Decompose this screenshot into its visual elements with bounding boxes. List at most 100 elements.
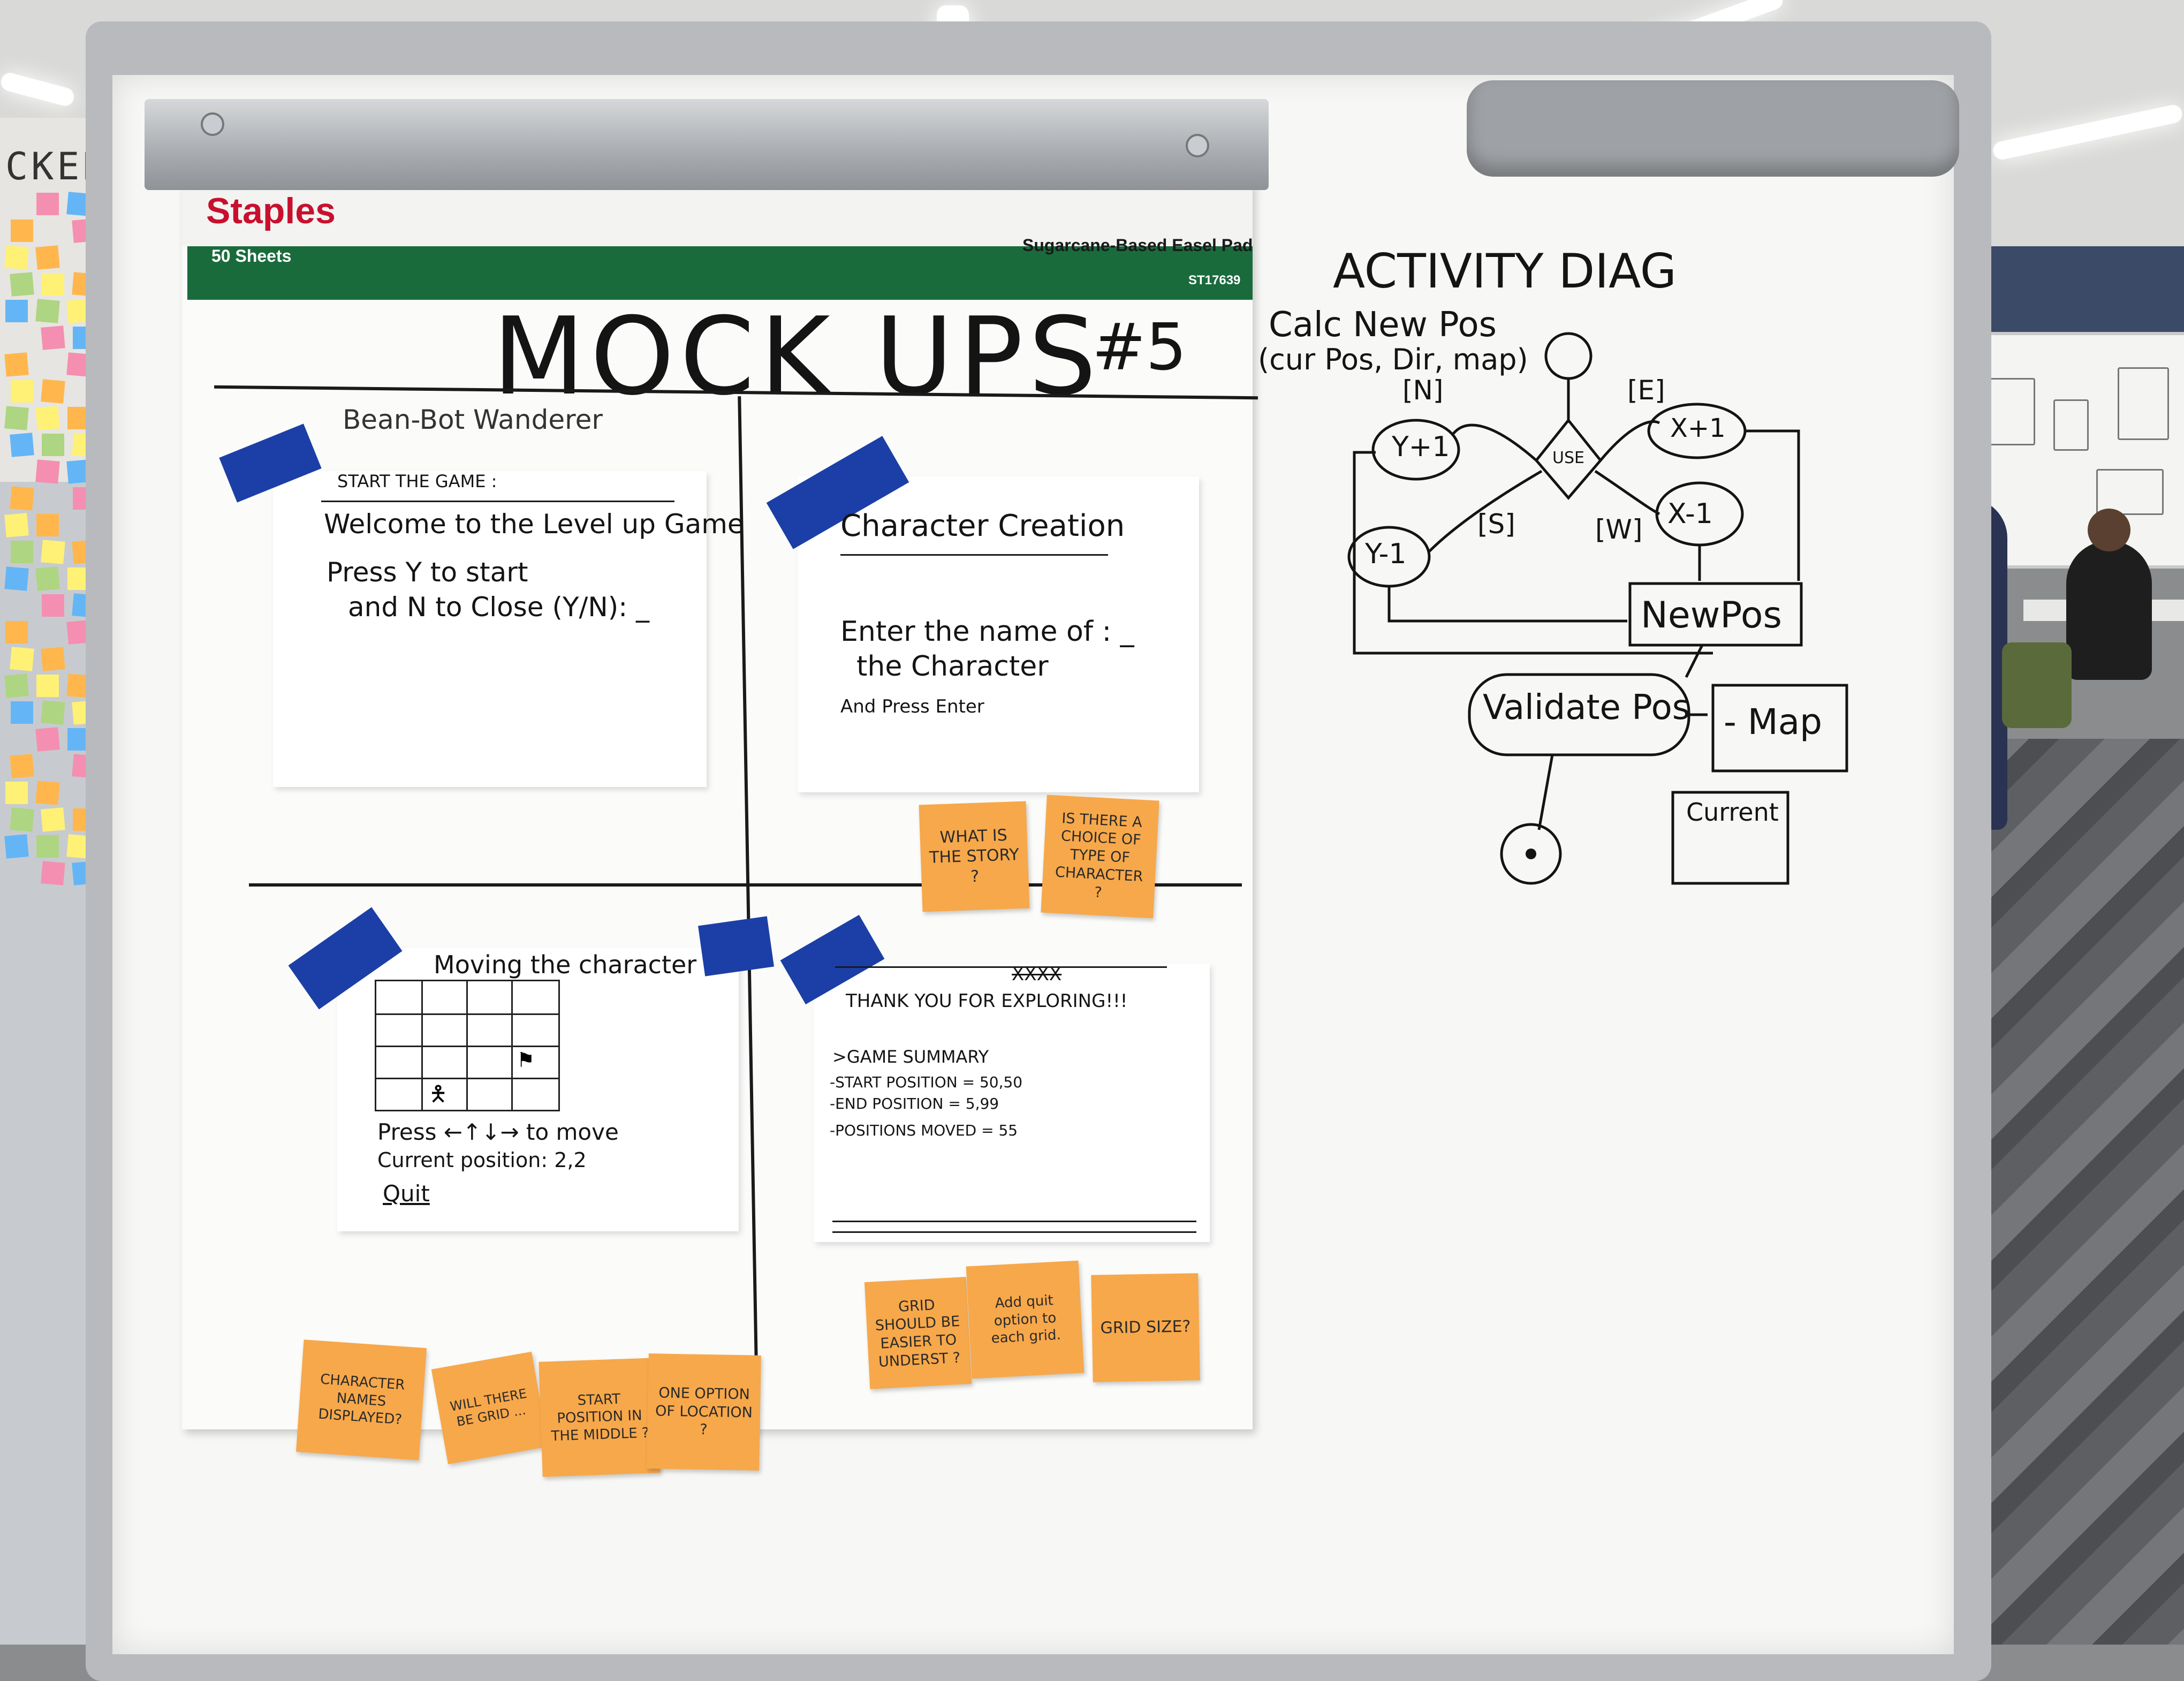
board-title: MOCK UPS [492,294,1102,419]
flow-arrow [1353,451,1713,655]
flow-arrow [1428,470,1543,552]
background-sticky-note [4,673,29,698]
end-node [1500,823,1562,885]
background-scribble [2096,469,2164,515]
new-pos-box [1628,582,1803,647]
marker-tray [1467,80,1959,177]
pad-band [187,246,1253,300]
flow-arrow [1599,420,1660,461]
background-sticky-note [41,807,65,832]
guard-west: [W] [1595,514,1643,545]
background-scribble [2118,367,2169,440]
background-sticky-note [35,781,60,805]
map-label: - Map [1724,701,1823,743]
mockup-character-creation [798,476,1199,792]
pad-brand: Staples [206,191,336,231]
game-name: Bean-Bot Wanderer [343,404,603,435]
new-pos-label: NewPos [1641,594,1782,637]
background-sticky-note [41,700,65,725]
tape [698,916,774,976]
background-sticky-note [41,540,65,564]
start-prompt: and N to Close (Y/N): _ [348,592,649,623]
background-sticky-note [5,621,28,643]
background-sticky-note [41,861,65,885]
background-sticky-note [35,459,60,484]
decision-node [1534,418,1603,500]
background-sticky-note [41,325,65,350]
summary-end-position: -END POSITION = 5,99 [830,1095,999,1112]
summary-bottom-line [832,1221,1196,1222]
pad-description: Sugarcane-Based Easel Pad [1022,236,1253,255]
sticky-note: WILL THERE BE GRID ... [431,1351,549,1465]
far-wall [1981,246,2184,332]
summary-heading: >GAME SUMMARY [832,1047,989,1067]
background-sticky-note [5,782,28,804]
character-prompt: Enter the name of : _ [840,616,1134,648]
board-number: #5 [1092,311,1187,385]
diagram-function-args: (cur Pos, Dir, map) [1258,343,1528,376]
quit-option: Quit [383,1180,430,1207]
decision-label: USE [1552,449,1584,467]
guard-east: [E] [1627,375,1665,406]
background-sticky-note [10,272,34,297]
underline [840,554,1108,556]
background-sticky-note [5,300,28,322]
divider-horizontal [249,883,1242,887]
moving-heading: Moving the character [434,950,697,979]
background-sticky-note [10,754,34,778]
diagram-function: Calc New Pos [1269,305,1497,345]
summary-positions-moved: -POSITIONS MOVED = 55 [830,1122,1018,1139]
background-sticky-note [4,245,29,270]
background-sticky-note [42,594,64,617]
background-sticky-note [35,566,60,591]
character-marker-icon: 🯅 [429,1082,448,1107]
sticky-note: WHAT IS THE STORY ? [919,801,1030,912]
background-sticky-note [35,406,60,430]
background-sticky-note [11,380,33,403]
start-prompt: Press Y to start [327,557,528,588]
background-sticky-note [10,433,34,457]
background-sticky-note [41,379,65,404]
sticky-note: GRID SIZE? [1091,1273,1200,1382]
background-sticky-note [11,541,33,563]
background-sticky-note [11,701,33,724]
background-sticky-note [36,835,59,858]
underline [321,501,674,502]
sticky-note: GRID SHOULD BE EASIER TO UNDERST ? [864,1277,972,1389]
current-position: Current position: 2,2 [377,1148,587,1172]
summary-start-position: -START POSITION = 50,50 [830,1073,1023,1091]
background-sticky-note [41,647,65,671]
flow-arrow [1452,423,1537,461]
sticky-note: ONE OPTION OF LOCATION ? [647,1353,761,1471]
mockup-game-summary [814,964,1210,1242]
character-heading: Character Creation [840,509,1125,543]
screw [201,112,224,136]
background-sticky-note [4,834,29,859]
background-sticky-note [4,566,29,591]
start-heading: START THE GAME : [337,471,497,491]
pad-sku: ST17639 [1188,273,1241,287]
background-sticky-note [36,675,59,697]
node-y-plus [1371,419,1460,481]
background-scribble [1989,378,2035,445]
mockup-moving-character [337,948,739,1231]
current-box [1671,791,1789,885]
end-node-core [1526,849,1536,859]
background-sticky-note [35,299,60,323]
flow-arrow [1594,470,1660,516]
background-sticky-note [35,245,60,270]
pad-header [182,182,1253,246]
activity-diagram [1347,332,1848,885]
guard-south: [S] [1477,509,1515,540]
person-seated [2066,541,2152,680]
map-box [1711,684,1848,773]
move-instruction: Press ←↑↓→ to move [377,1119,619,1145]
person-head [2088,509,2130,551]
flow-arrow [1685,644,1704,678]
background-sticky-note [36,514,59,536]
guard-north: [N] [1402,375,1444,406]
background-sticky-note [10,807,34,832]
sticky-note: IS THERE A CHOICE OF TYPE OF CHARACTER ? [1041,794,1159,919]
pad-sheet-count: 50 Sheets [211,246,292,266]
node-y-minus-label: Y-1 [1365,538,1407,570]
